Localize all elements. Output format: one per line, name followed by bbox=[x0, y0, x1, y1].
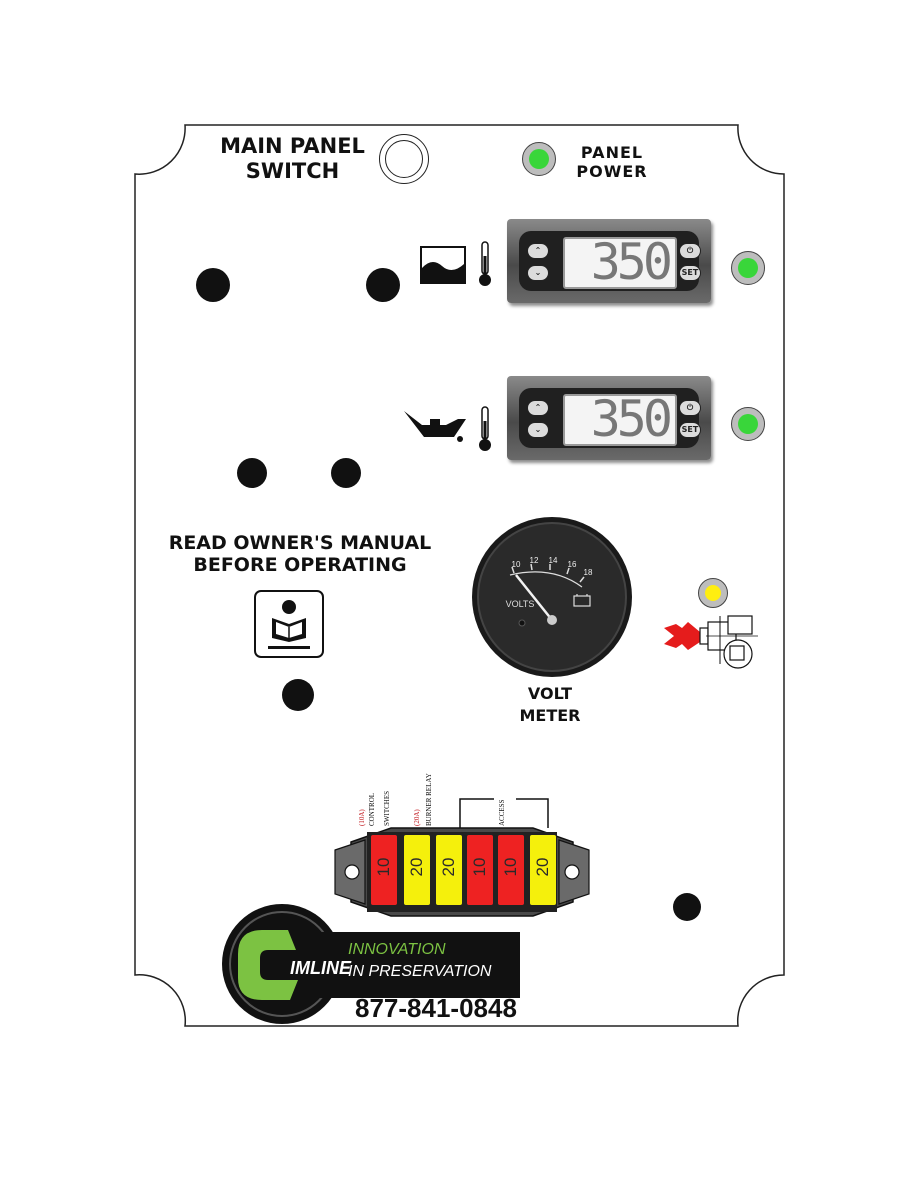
panel-power-label-line2: POWER bbox=[576, 162, 648, 182]
main-panel-switch-label: MAIN PANEL SWITCH bbox=[205, 134, 380, 184]
temperature-display: 350 bbox=[563, 390, 677, 448]
oil-temperature-controller: ⌃ ⌄ 350 ⏻ SET bbox=[507, 376, 711, 460]
fuse-10a[interactable]: 10 bbox=[371, 835, 397, 905]
fuse-value: 20 bbox=[407, 857, 426, 877]
chevron-down-icon[interactable]: ⌄ bbox=[527, 422, 549, 438]
phone-number: 877-841-0848 bbox=[355, 993, 517, 1023]
fuse-20a[interactable]: 20 bbox=[436, 835, 462, 905]
fuse-20a[interactable]: 20 bbox=[404, 835, 430, 905]
oil-temperature-icon bbox=[404, 406, 491, 451]
battery-icon bbox=[573, 594, 591, 607]
main-panel-switch-label-line2: SWITCH bbox=[245, 159, 340, 184]
power-icon[interactable]: ⏻ bbox=[679, 243, 701, 259]
fuse-label-rating-10a: (10A) bbox=[358, 809, 366, 826]
read-manual-icon bbox=[254, 590, 324, 658]
volt-scale-label: 16 bbox=[568, 560, 577, 569]
volt-meter-label-line2: METER bbox=[519, 706, 581, 726]
oil-heat-lamp bbox=[731, 407, 765, 441]
power-icon[interactable]: ⏻ bbox=[679, 400, 701, 416]
burner-lamp-light bbox=[705, 585, 721, 601]
volt-meter-label: VOLT METER bbox=[500, 683, 600, 728]
cimline-logo bbox=[222, 904, 520, 1024]
tank-heat-lamp bbox=[731, 251, 765, 285]
temperature-display: 350 bbox=[563, 233, 677, 291]
fuse-value: 10 bbox=[374, 857, 393, 877]
mount-hole bbox=[366, 268, 400, 302]
volt-scale-label: 18 bbox=[584, 568, 593, 577]
chevron-up-icon[interactable]: ⌃ bbox=[527, 400, 549, 416]
volt-meter: 10 12 14 16 18 VOLTS bbox=[472, 517, 632, 677]
main-panel-switch-label-line1: MAIN PANEL bbox=[220, 134, 365, 158]
manual-warning-line2: BEFORE OPERATING bbox=[193, 553, 407, 576]
fuse-value: 10 bbox=[501, 857, 520, 877]
mount-hole bbox=[673, 893, 701, 921]
volts-face-label: VOLTS bbox=[506, 599, 535, 609]
panel-power-lamp-light bbox=[529, 149, 549, 169]
volt-meter-ticks bbox=[511, 563, 585, 583]
panel-power-lamp bbox=[522, 142, 556, 176]
controller-bezel: ⌃ ⌄ 350 ⏻ SET bbox=[519, 231, 701, 291]
main-panel-switch[interactable] bbox=[379, 134, 429, 184]
burner-flame-icon bbox=[664, 615, 758, 669]
manual-warning: READ OWNER'S MANUAL BEFORE OPERATING bbox=[150, 532, 450, 577]
fuse-value: 20 bbox=[533, 857, 552, 877]
fuse-value: 10 bbox=[470, 857, 489, 877]
chevron-up-icon[interactable]: ⌃ bbox=[527, 243, 549, 259]
fuse-label-rating-20a: (20A) bbox=[413, 809, 421, 826]
logo-letter: C bbox=[238, 934, 239, 935]
mount-hole bbox=[237, 458, 267, 488]
volt-scale-label: 10 bbox=[512, 560, 521, 569]
volt-meter-needle bbox=[515, 574, 553, 621]
manual-warning-line1: READ OWNER'S MANUAL bbox=[168, 532, 432, 554]
access-bracket bbox=[459, 798, 549, 828]
fuse-10a[interactable]: 10 bbox=[498, 835, 524, 905]
temperature-display-value: 350 bbox=[590, 390, 673, 448]
brand-name: IMLINE bbox=[290, 958, 351, 978]
panel-power-label-line1: PANEL bbox=[580, 143, 644, 162]
fuse-20a[interactable]: 20 bbox=[530, 835, 556, 905]
mount-hole bbox=[196, 268, 230, 302]
fuse-label-burner-relay: BURNER RELAY bbox=[425, 773, 433, 826]
mount-hole bbox=[331, 458, 361, 488]
set-button[interactable]: SET bbox=[679, 265, 701, 281]
set-button[interactable]: SET bbox=[679, 422, 701, 438]
mount-hole bbox=[282, 679, 314, 711]
controller-bezel: ⌃ ⌄ 350 ⏻ SET bbox=[519, 388, 701, 448]
fuse-10a[interactable]: 10 bbox=[467, 835, 493, 905]
brand-tagline-line1: INNOVATION bbox=[348, 941, 446, 958]
volt-meter-label-line1: VOLT bbox=[527, 684, 573, 703]
fuse-label-switches: SWITCHES bbox=[383, 791, 391, 826]
tank-heat-lamp-light bbox=[738, 258, 758, 278]
fuse-value: 20 bbox=[439, 857, 458, 877]
tank-temperature-icon bbox=[420, 241, 491, 286]
burner-lamp bbox=[698, 578, 728, 608]
fuse-label-control: CONTROL bbox=[368, 792, 376, 826]
chevron-down-icon[interactable]: ⌄ bbox=[527, 265, 549, 281]
panel-power-label: PANEL POWER bbox=[562, 143, 662, 181]
oil-heat-lamp-light bbox=[738, 414, 758, 434]
volt-scale-label: 12 bbox=[530, 556, 539, 565]
temperature-display-value: 350 bbox=[590, 233, 673, 291]
brand-tagline-line2: IN PRESERVATION bbox=[348, 963, 492, 980]
volt-scale-label: 14 bbox=[549, 556, 558, 565]
tank-temperature-controller: ⌃ ⌄ 350 ⏻ SET bbox=[507, 219, 711, 303]
